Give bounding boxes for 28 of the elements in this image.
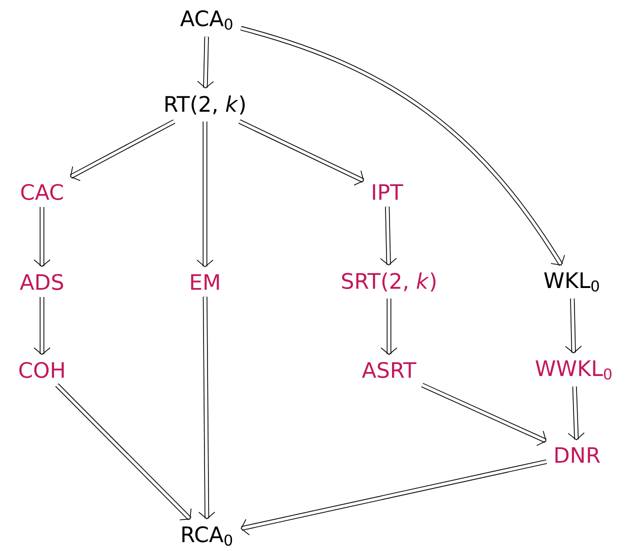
implication-arrow bbox=[240, 26, 565, 266]
implication-arrow bbox=[55, 383, 192, 520]
statement-label: WWKL$_{0}$ bbox=[536, 360, 612, 380]
statement-label: ADS bbox=[20, 274, 64, 290]
implication-arrow bbox=[34, 297, 50, 355]
implication-arrow bbox=[568, 386, 585, 440]
statement-label: WKL$_{0}$ bbox=[544, 272, 599, 292]
implication-arrow bbox=[380, 206, 397, 266]
statement-label: COH bbox=[19, 362, 64, 378]
implication-arrow bbox=[70, 119, 176, 182]
statement-label: IPT bbox=[373, 184, 404, 200]
implication-arrow bbox=[196, 121, 214, 268]
statement-label: DNR bbox=[556, 447, 600, 463]
statement-label: ACA$_{0}$ bbox=[180, 10, 232, 30]
implication-arrow bbox=[421, 382, 547, 446]
statement-label: RT(2, k) bbox=[166, 96, 245, 114]
implication-arrow bbox=[198, 296, 216, 520]
statement-label: CAC bbox=[21, 184, 63, 200]
statement-label: RCA$_{0}$ bbox=[182, 526, 232, 546]
implication-arrow bbox=[240, 459, 547, 536]
implication-arrow bbox=[380, 298, 398, 355]
statement-label: ASRT bbox=[362, 362, 416, 378]
implication-arrow bbox=[238, 119, 364, 186]
implication-arrow bbox=[197, 36, 214, 89]
statement-label: EM bbox=[191, 274, 219, 290]
statement-label: SRT(2, k) bbox=[342, 272, 436, 292]
implication-arrow bbox=[34, 207, 50, 267]
implication-arrow bbox=[565, 298, 582, 354]
